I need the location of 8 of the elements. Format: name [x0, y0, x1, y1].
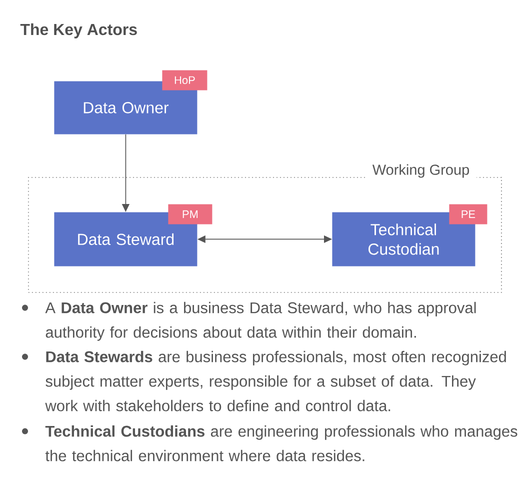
role-badge: PE	[449, 204, 488, 224]
title: The Key Actors	[20, 23, 137, 38]
role-badge: HoP	[162, 70, 208, 90]
role-badge: PM	[168, 204, 212, 224]
bullet-text: Technical Custodians are engineering professionals who manages the technical environment where data resides.	[45, 425, 518, 462]
node-label: Working Group	[372, 164, 470, 178]
bullet-text: A Data Owner is a business Data Steward, who has approval authority for decisions about data within their domain.	[45, 302, 476, 341]
bullet-text: Data Stewards are business professionals, most often recognized subject matter experts, responsible for a subset of data. They work with stakeholders to define and control data.	[45, 350, 506, 412]
